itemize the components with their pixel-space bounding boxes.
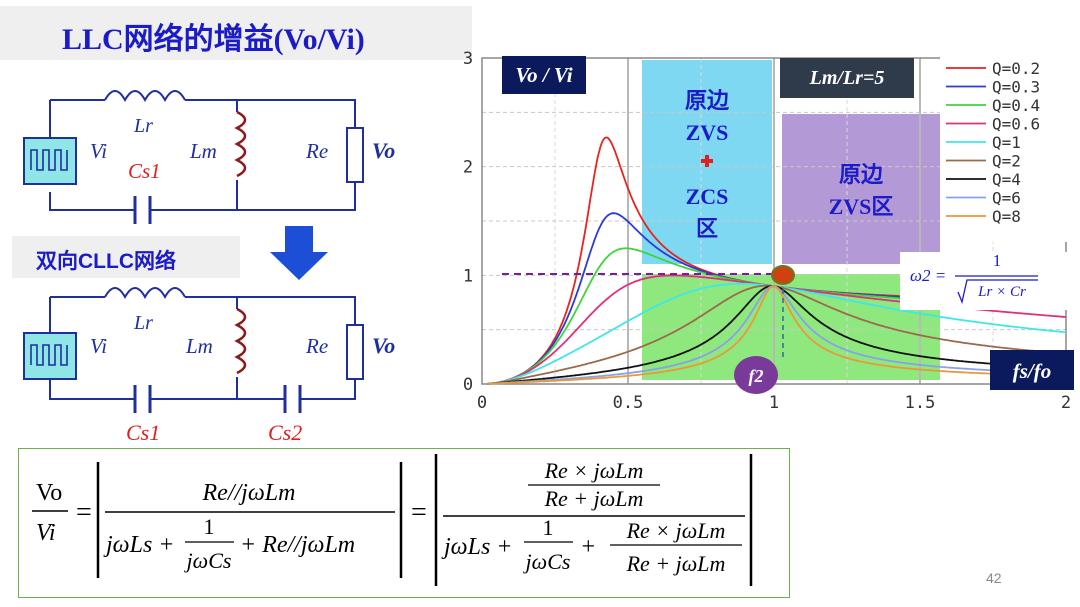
f1-numerator: Re//jωLm [202, 480, 296, 506]
page-number: 42 [986, 570, 1002, 586]
resonance-point-marker [771, 265, 795, 285]
cs1-capacitor-icon [133, 196, 152, 224]
zone2-line1: 原边 [839, 162, 884, 187]
legend-entry: Q=0.6 [992, 115, 1040, 134]
legend-entry: Q=0.3 [992, 78, 1040, 97]
x-tick-label: 2 [1061, 393, 1071, 413]
label-cs2: Cs2 [268, 420, 302, 445]
ratio-label-box [780, 58, 914, 98]
y-tick-label: 3 [463, 49, 473, 69]
title-background [0, 6, 472, 60]
label-re: Re [305, 139, 328, 163]
legend-entry: Q=0.2 [992, 59, 1040, 78]
gain-formula: Vo Vi = Re//jωLm jωLs + 1 jωCs + Re//jωL… [32, 454, 753, 586]
cs1-capacitor-icon [133, 385, 152, 413]
x-tick-label: 1.5 [905, 393, 936, 413]
f2-num-num: Re × jωLm [544, 458, 644, 483]
label-lr: Lr [133, 115, 153, 137]
load-resistor-icon [346, 324, 364, 380]
lr-inductor-icon [104, 90, 186, 103]
x-tick-label: 0.5 [613, 393, 644, 413]
f1-den-a: jωLs + [103, 532, 175, 558]
lm-inductor-icon [234, 307, 247, 375]
vo-vi-label-box [502, 56, 586, 94]
label-re: Re [305, 334, 328, 358]
circuit-llc: Lr Vi Cs1 Lm Re Vo [23, 90, 395, 224]
f2-num-den: Re + jωLm [544, 486, 644, 511]
zone2-line2: ZVS区 [829, 194, 894, 219]
label-vi: Vi [90, 334, 107, 358]
f2-marker [734, 356, 778, 394]
omega-denominator: Lr × Cr [977, 284, 1026, 300]
lr-inductor-icon [104, 287, 186, 300]
label-vi: Vi [90, 139, 107, 163]
lhs-numerator: Vo [36, 480, 62, 506]
zone1-line4: 区 [696, 216, 718, 241]
legend-entry: Q=0.4 [992, 96, 1040, 115]
equals-2: = [411, 497, 427, 528]
label-vo: Vo [372, 333, 395, 358]
f2-den-fnum: Re × jωLm [626, 518, 726, 543]
omega-formula-box [900, 252, 1076, 310]
legend-entry: Q=1 [992, 133, 1021, 152]
legend-entry: Q=8 [992, 207, 1021, 226]
legend-entry: Q=6 [992, 189, 1021, 208]
f2-den-den: jωCs [523, 549, 571, 574]
f1-den-b: + Re//jωLm [240, 532, 355, 558]
legend-entry: Q=4 [992, 170, 1021, 189]
legend [940, 54, 1072, 242]
zone1-line1: 原边 [685, 88, 730, 113]
cs2-capacitor-icon [283, 385, 302, 413]
equals-1: = [76, 497, 92, 528]
y-tick-label: 1 [463, 266, 473, 286]
f1-den-num: 1 [204, 514, 215, 539]
load-resistor-icon [346, 127, 364, 183]
fs-fo-label-box [990, 350, 1074, 390]
f1-den-den: jωCs [184, 548, 232, 573]
zvs-zone [782, 114, 940, 264]
y-tick-label: 0 [463, 375, 473, 395]
f2-den-num: 1 [543, 515, 554, 540]
lm-inductor-icon [234, 110, 247, 178]
page-title: LLC网络的增益(Vo/Vi) [62, 23, 365, 56]
x-tick-label: 1 [769, 393, 779, 413]
f2-den-fden: Re + jωLm [626, 551, 726, 576]
down-arrow-icon [270, 226, 328, 280]
fs-fo-label: fs/fo [1013, 359, 1052, 383]
f2-label: f2 [749, 366, 764, 386]
label-lm: Lm [189, 139, 217, 163]
f2-den-a: jωLs + [441, 534, 513, 560]
label-cs1: Cs1 [128, 159, 161, 183]
omega-lhs: ω2 = [910, 266, 946, 285]
f2-den-b: + [580, 534, 596, 560]
series-line [487, 285, 1066, 385]
gain-chart: 0 0.5 1 1.5 2 0 1 2 3 Vo / Vi Lm/Lr=5 fs/fo f2 原… [463, 49, 1076, 413]
vo-vi-label: Vo / Vi [515, 63, 572, 87]
ratio-label: Lm/Lr=5 [809, 67, 885, 89]
label-cs1: Cs1 [126, 420, 160, 445]
label-lr: Lr [133, 312, 153, 334]
y-tick-label: 2 [463, 158, 473, 178]
subtitle-background [12, 236, 240, 278]
x-tick-label: 0 [477, 393, 487, 413]
zone1-line2: ZVS [686, 120, 729, 145]
subtitle-bidirectional: 双向CLLC网络 [36, 250, 176, 273]
label-vo: Vo [372, 138, 395, 163]
zone1-line3: ZCS [686, 184, 729, 209]
legend-entry: Q=2 [992, 152, 1021, 171]
omega-numerator: 1 [993, 251, 1002, 270]
formula-box [18, 448, 790, 598]
lhs-denominator: Vi [36, 520, 56, 546]
label-lm: Lm [185, 334, 213, 358]
circuit-cllc: Lr Vi Lm Re Vo Cs1 Cs2 [23, 287, 395, 445]
